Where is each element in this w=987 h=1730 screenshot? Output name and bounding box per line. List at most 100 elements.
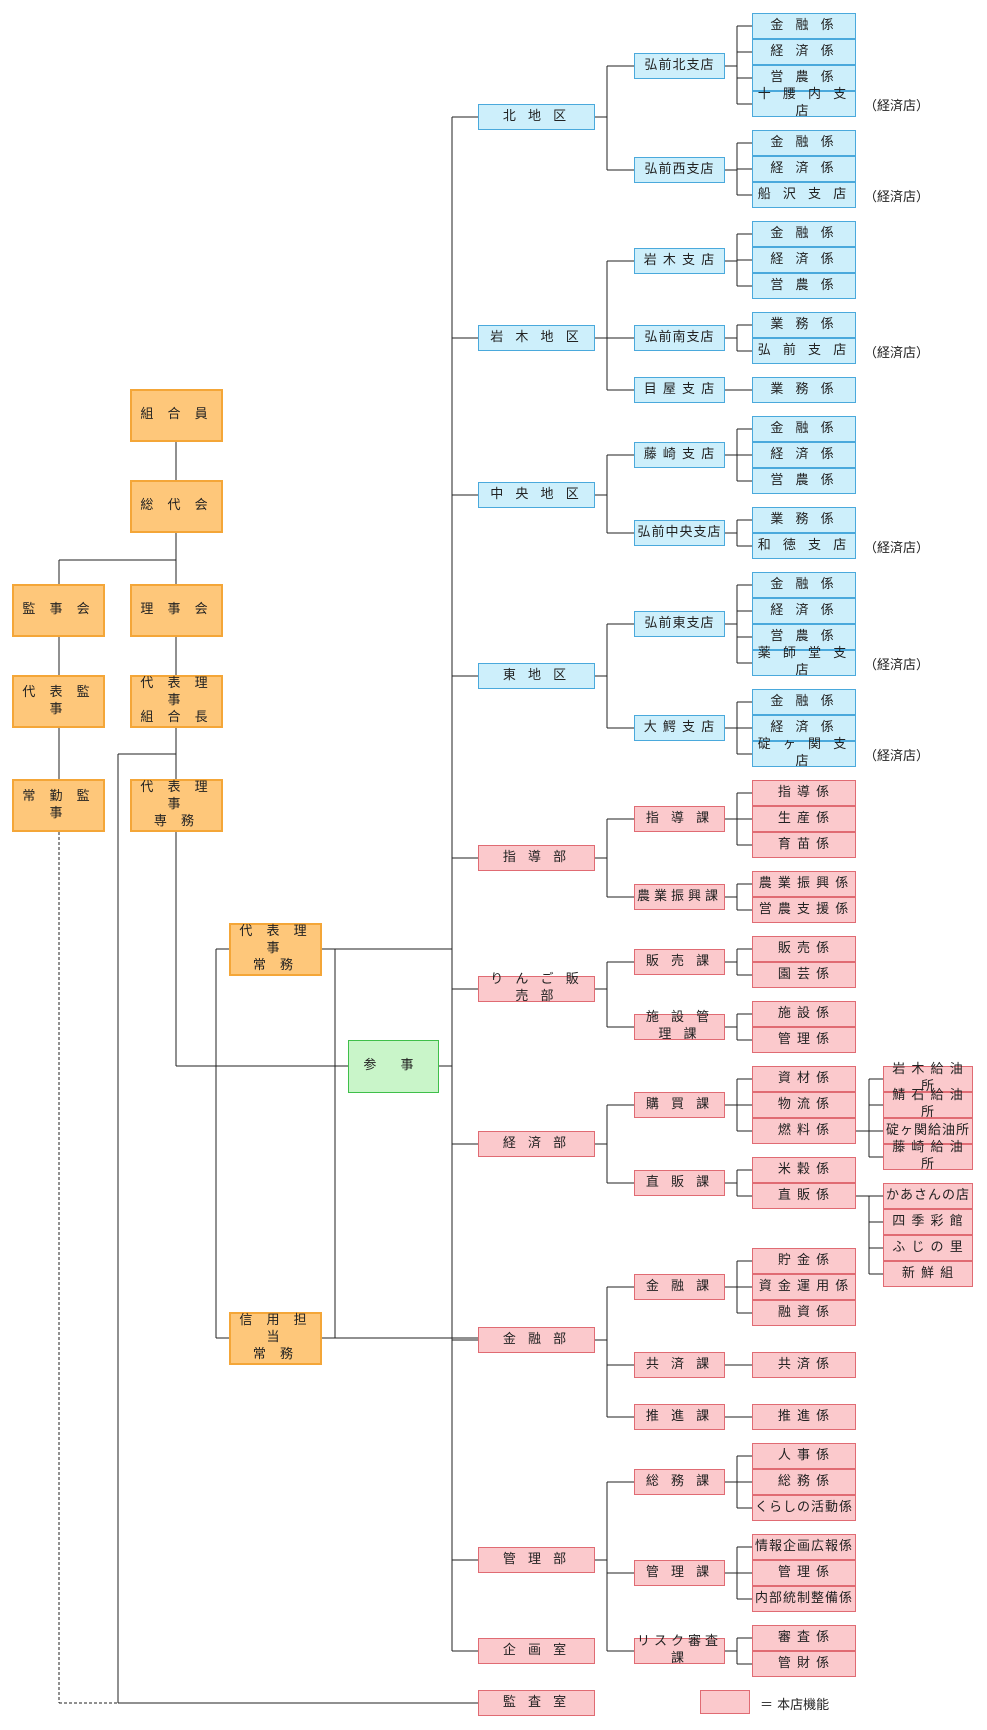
branch-box: 目 屋 支 店 [634, 377, 725, 403]
section-box: 金 融 係 [752, 689, 856, 715]
division-box: 総 務 課 [634, 1469, 725, 1495]
division-box: 販 売 課 [634, 949, 725, 975]
facility-box: かあさんの店 [883, 1183, 973, 1209]
senior-director-box: 代 表 理 事 専 務 [130, 779, 223, 832]
department-box: 監 査 室 [478, 1690, 595, 1716]
section-box: 米 穀 係 [752, 1157, 856, 1183]
section-note: （経済店） [864, 658, 930, 673]
section-box: 経 済 係 [752, 442, 856, 468]
section-box: 営 農 係 [752, 468, 856, 494]
department-box: 指 導 部 [478, 845, 595, 871]
section-box: 経 済 係 [752, 247, 856, 273]
section-box: 資 金 運 用 係 [752, 1274, 856, 1300]
section-box: 金 融 係 [752, 221, 856, 247]
section-box: 内部統制整備係 [752, 1586, 856, 1612]
section-box: 生 産 係 [752, 806, 856, 832]
section-box: 共 済 係 [752, 1352, 856, 1378]
facility-box: 四 季 彩 館 [883, 1209, 973, 1235]
section-box: 販 売 係 [752, 936, 856, 962]
president-box: 代 表 理 事 組 合 長 [130, 675, 223, 728]
section-box: 経 済 係 [752, 598, 856, 624]
branch-box: 大 鰐 支 店 [634, 715, 725, 741]
section-box: 管 理 係 [752, 1560, 856, 1586]
section-box: 管 財 係 [752, 1651, 856, 1677]
councilor-box: 参 事 [348, 1040, 439, 1093]
section-box: 管 理 係 [752, 1027, 856, 1053]
section-box: 業 務 係 [752, 377, 856, 403]
legend-swatch [700, 1690, 750, 1714]
division-box: 共 済 課 [634, 1352, 725, 1378]
district-box: 岩 木 地 区 [478, 325, 595, 351]
section-box: 薬 師 堂 支 店 [752, 646, 856, 678]
facility-box: 碇ヶ関給油所 [883, 1118, 973, 1144]
legend-label: ＝ 本店機能 [760, 1698, 830, 1713]
department-box: 管 理 部 [478, 1547, 595, 1573]
section-box: 情報企画広報係 [752, 1534, 856, 1560]
district-box: 北 地 区 [478, 104, 595, 130]
section-box: 農 業 振 興 係 [752, 871, 856, 897]
credit-director-box: 信 用 担 当 常 務 [229, 1312, 322, 1365]
facility-box: 新 鮮 組 [883, 1261, 973, 1287]
section-box: 施 設 係 [752, 1001, 856, 1027]
branch-box: 弘前東支店 [634, 611, 725, 637]
section-box: 船 沢 支 店 [752, 182, 856, 208]
facility-box: 藤 崎 給 油 所 [883, 1140, 973, 1172]
section-box: 園 芸 係 [752, 962, 856, 988]
section-box: 碇 ヶ 関 支 店 [752, 737, 856, 769]
division-box: 管 理 課 [634, 1560, 725, 1586]
section-box: 経 済 係 [752, 156, 856, 182]
branch-box: 岩 木 支 店 [634, 248, 725, 274]
division-box: 農業振興課 [634, 884, 725, 910]
section-box: 営 農 係 [752, 273, 856, 299]
department-box: 企 画 室 [478, 1638, 595, 1664]
fulltime-auditor-box: 常 勤 監 事 [12, 779, 105, 832]
division-box: 金 融 課 [634, 1274, 725, 1300]
section-box: 指 導 係 [752, 780, 856, 806]
section-box: 経 済 係 [752, 715, 856, 741]
general-meeting-box: 総 代 会 [130, 480, 223, 533]
section-box: 金 融 係 [752, 572, 856, 598]
division-box: 直 販 課 [634, 1170, 725, 1196]
branch-box: 弘前北支店 [634, 53, 725, 79]
division-box: リスク審査課 [634, 1634, 725, 1666]
rep-auditor-box: 代 表 監 事 [12, 675, 105, 728]
section-box: 経 済 係 [752, 39, 856, 65]
section-box: 金 融 係 [752, 416, 856, 442]
section-note: （経済店） [864, 346, 930, 361]
section-box: 物 流 係 [752, 1092, 856, 1118]
department-box: 経 済 部 [478, 1131, 595, 1157]
division-box: 施 設 管 理 課 [634, 1010, 725, 1042]
section-box: 金 融 係 [752, 130, 856, 156]
section-note: （経済店） [864, 99, 930, 114]
auditors-board-box: 監 事 会 [12, 584, 105, 637]
section-box: 業 務 係 [752, 507, 856, 533]
facility-box: ふ じ の 里 [883, 1235, 973, 1261]
section-note: （経済店） [864, 541, 930, 556]
district-box: 中 央 地 区 [478, 482, 595, 508]
section-box: 融 資 係 [752, 1300, 856, 1326]
section-box: 燃 料 係 [752, 1118, 856, 1144]
section-note: （経済店） [864, 190, 930, 205]
section-box: 営 農 係 [752, 65, 856, 91]
district-box: 東 地 区 [478, 663, 595, 689]
section-box: 営 農 係 [752, 624, 856, 650]
department-box: り ん ご 販 売 部 [478, 972, 595, 1004]
section-box: 直 販 係 [752, 1183, 856, 1209]
section-box: 推 進 係 [752, 1404, 856, 1430]
section-box: 営 農 支 援 係 [752, 897, 856, 923]
facility-box: 岩 木 給 油 所 [883, 1062, 973, 1094]
managing-director-box: 代 表 理 事 常 務 [229, 923, 322, 976]
directors-board-box: 理 事 会 [130, 584, 223, 637]
section-box: 金 融 係 [752, 13, 856, 39]
section-box: 和 徳 支 店 [752, 533, 856, 559]
section-box: 総 務 係 [752, 1469, 856, 1495]
section-box: 弘 前 支 店 [752, 338, 856, 364]
division-box: 推 進 課 [634, 1404, 725, 1430]
section-note: （経済店） [864, 749, 930, 764]
members-box: 組 合 員 [130, 389, 223, 442]
branch-box: 藤 崎 支 店 [634, 442, 725, 468]
section-box: 貯 金 係 [752, 1248, 856, 1274]
section-box: 審 査 係 [752, 1625, 856, 1651]
